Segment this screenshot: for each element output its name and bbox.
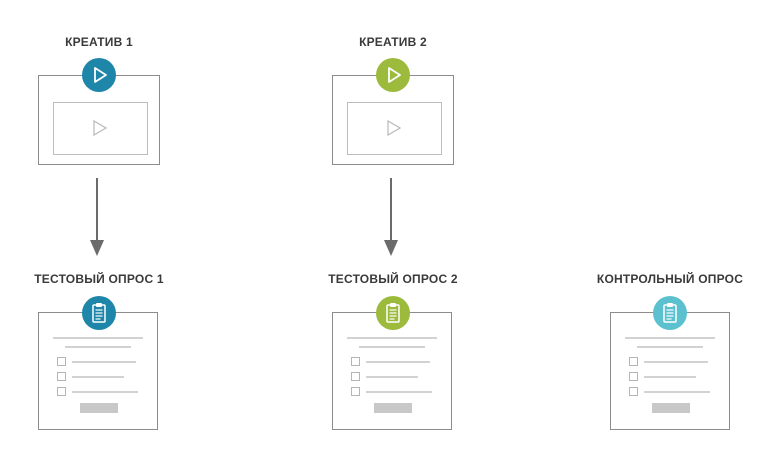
survey-subtitle-line [65,346,131,348]
checkbox [57,387,66,396]
survey-subtitle-line [637,346,703,348]
option-line [644,391,710,393]
checkbox [629,357,638,366]
play-outline-icon [93,119,108,137]
play-icon [376,58,410,92]
survey-subtitle-line [359,346,425,348]
survey-title-line [625,337,715,339]
survey-2-label: ТЕСТОВЫЙ ОПРОС 2 [328,272,458,286]
survey-2-badge [376,296,410,330]
option-line [72,376,124,378]
submit-button-placeholder [652,403,690,413]
survey-title-line [347,337,437,339]
submit-button-placeholder [80,403,118,413]
option-line [72,391,138,393]
video-placeholder [347,102,442,155]
option-line [366,361,430,363]
checkbox [351,372,360,381]
checkbox [57,372,66,381]
checkbox [629,372,638,381]
play-outline-icon [387,119,402,137]
clipboard-icon [653,296,687,330]
clipboard-icon [376,296,410,330]
arrow-down-2 [384,178,398,256]
checkbox [57,357,66,366]
option-line [644,361,708,363]
checkbox [351,387,360,396]
arrow-down-1 [90,178,104,256]
survey-3-label: КОНТРОЛЬНЫЙ ОПРОС [596,272,744,286]
creative-2-badge [376,58,410,92]
creative-2-label: КРЕАТИВ 2 [359,35,427,49]
play-icon [82,58,116,92]
submit-button-placeholder [374,403,412,413]
checkbox [629,387,638,396]
survey-title-line [53,337,143,339]
survey-3-card [610,312,730,430]
survey-3-badge [653,296,687,330]
survey-1-label: ТЕСТОВЫЙ ОПРОС 1 [34,272,164,286]
option-line [366,391,432,393]
option-line [366,376,418,378]
video-placeholder [53,102,148,155]
survey-1-card [38,312,158,430]
option-line [644,376,696,378]
survey-1-badge [82,296,116,330]
clipboard-icon [82,296,116,330]
checkbox [351,357,360,366]
creative-1-badge [82,58,116,92]
creative-1-label: КРЕАТИВ 1 [65,35,133,49]
option-line [72,361,136,363]
